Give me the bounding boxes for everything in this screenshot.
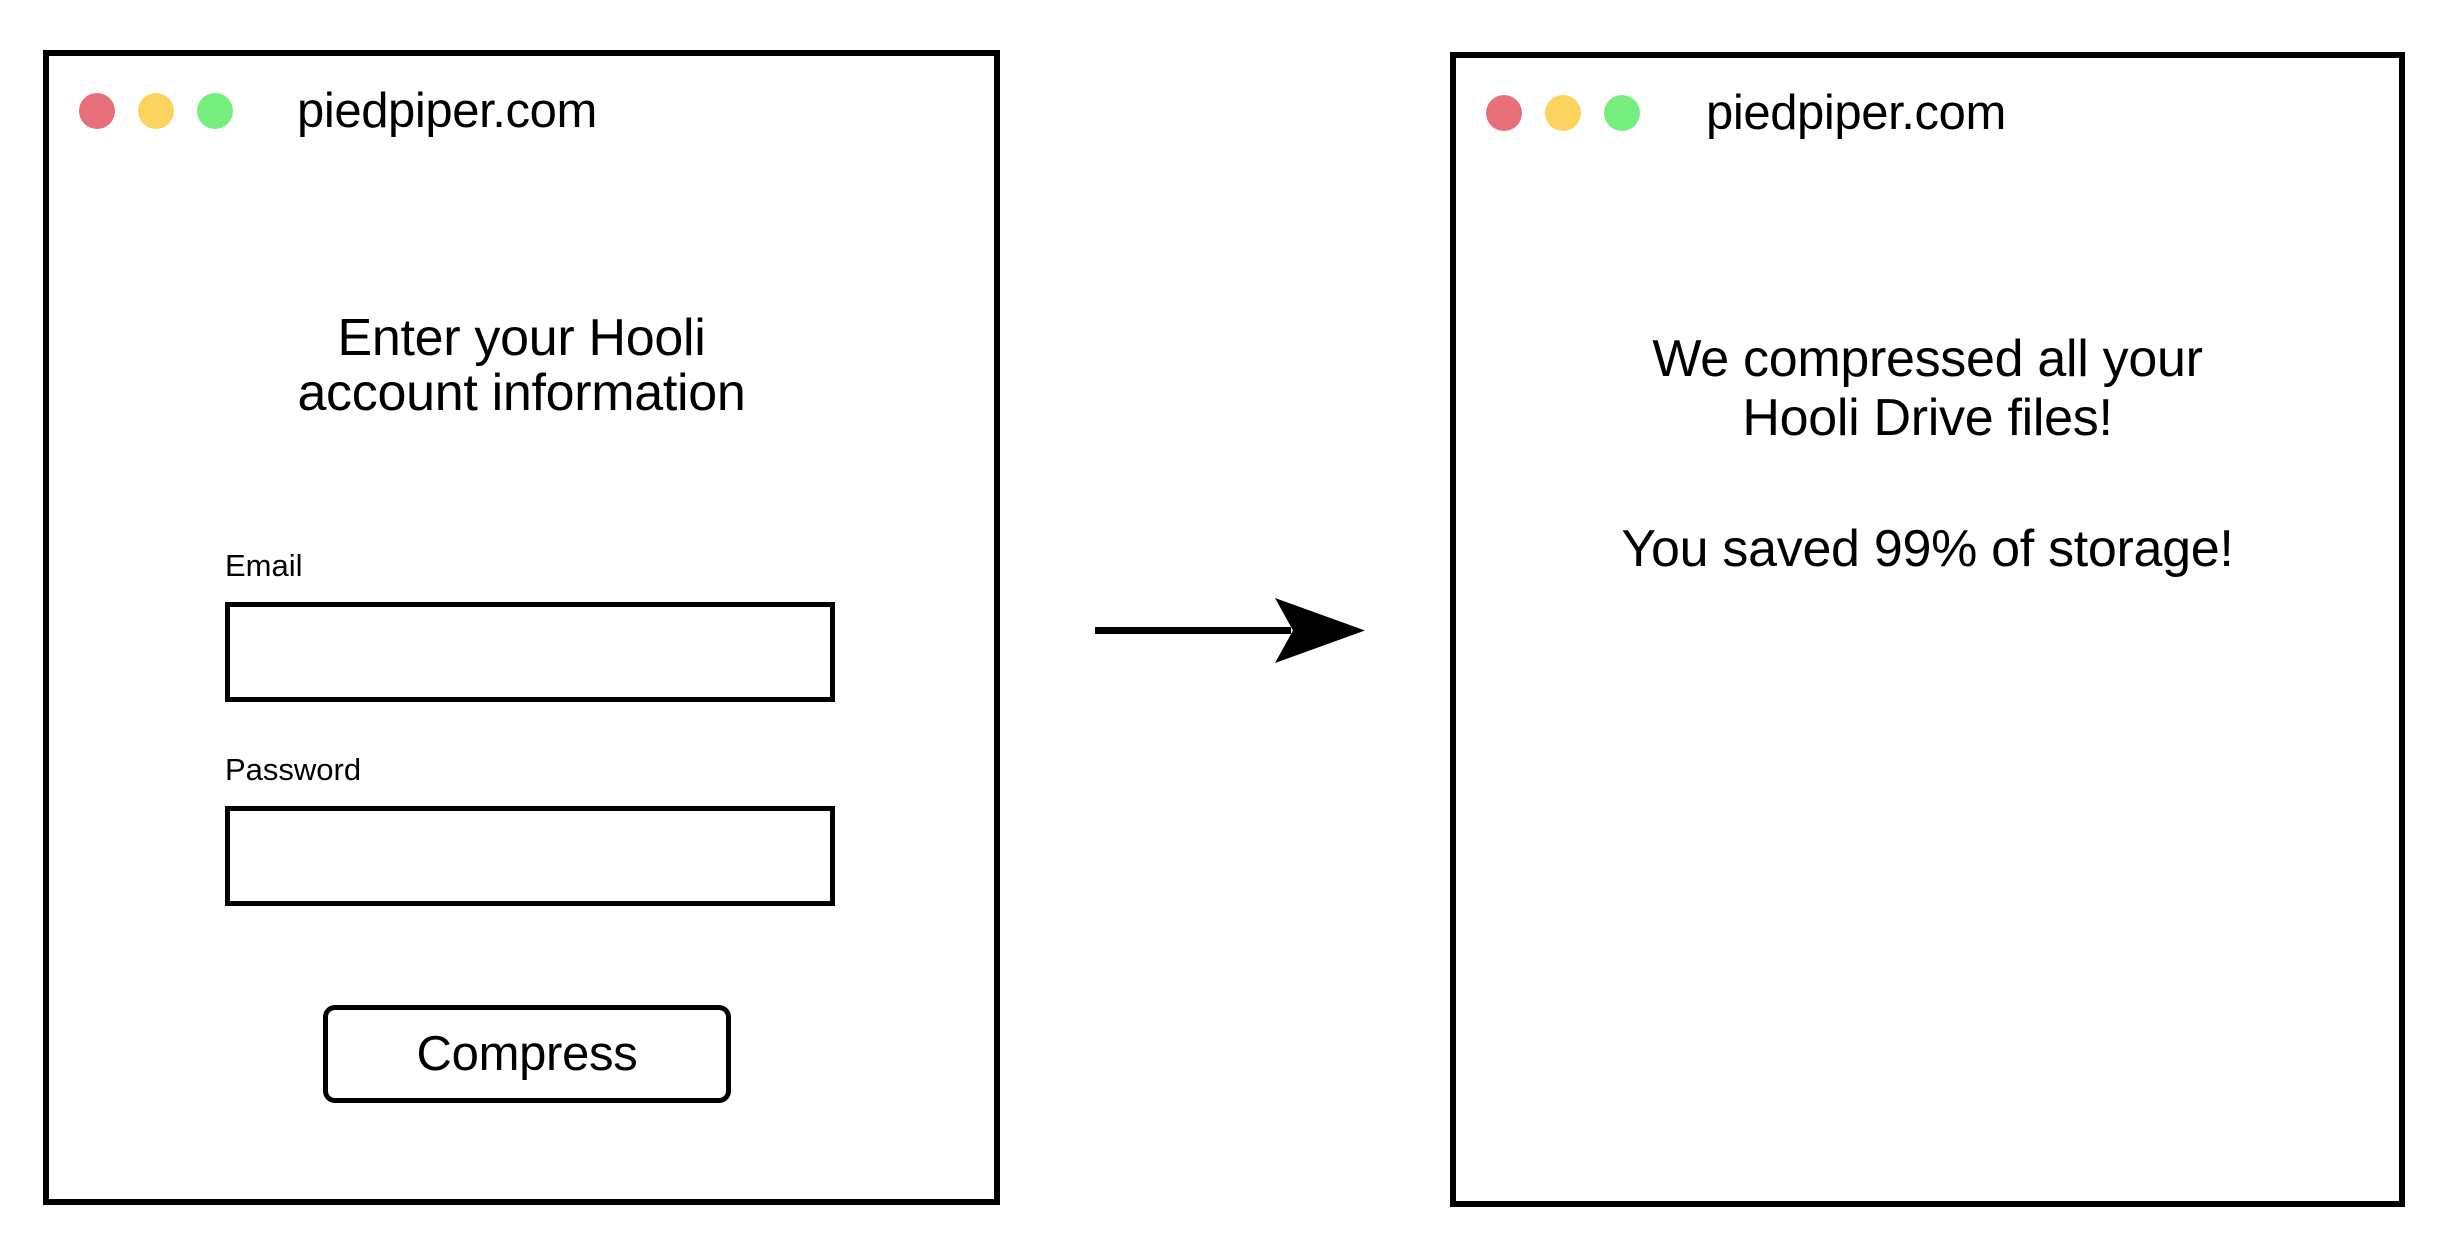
password-label: Password xyxy=(225,752,362,787)
browser-window-after: piedpiper.com We compressed all your Hoo… xyxy=(1450,52,2405,1207)
close-button-icon[interactable] xyxy=(79,93,115,129)
minimize-button-icon[interactable] xyxy=(1545,95,1581,131)
minimize-button-icon[interactable] xyxy=(138,93,174,129)
email-input[interactable] xyxy=(225,602,835,702)
email-field-group: Email xyxy=(225,550,835,702)
browser-window-before: piedpiper.com Enter your Hooli account i… xyxy=(43,50,1000,1205)
window-title-after: piedpiper.com xyxy=(1706,86,2006,140)
login-heading: Enter your Hooli account information xyxy=(297,309,746,423)
password-field-group: Password xyxy=(225,754,835,906)
titlebar-before: piedpiper.com xyxy=(49,56,994,166)
success-message-primary: We compressed all your Hooli Drive files… xyxy=(1652,330,2203,447)
window-title-before: piedpiper.com xyxy=(297,84,597,138)
success-message-secondary: You saved 99% of storage! xyxy=(1621,519,2234,578)
traffic-lights-after xyxy=(1486,95,1640,131)
compress-button[interactable]: Compress xyxy=(323,1005,731,1103)
email-label: Email xyxy=(225,548,303,583)
arrow-right-icon xyxy=(1095,598,1365,663)
maximize-button-icon[interactable] xyxy=(197,93,233,129)
traffic-lights-before xyxy=(79,93,233,129)
success-message-block: We compressed all your Hooli Drive files… xyxy=(1456,330,2399,578)
password-input[interactable] xyxy=(225,806,835,906)
close-button-icon[interactable] xyxy=(1486,95,1522,131)
maximize-button-icon[interactable] xyxy=(1604,95,1640,131)
titlebar-after: piedpiper.com xyxy=(1456,58,2399,168)
